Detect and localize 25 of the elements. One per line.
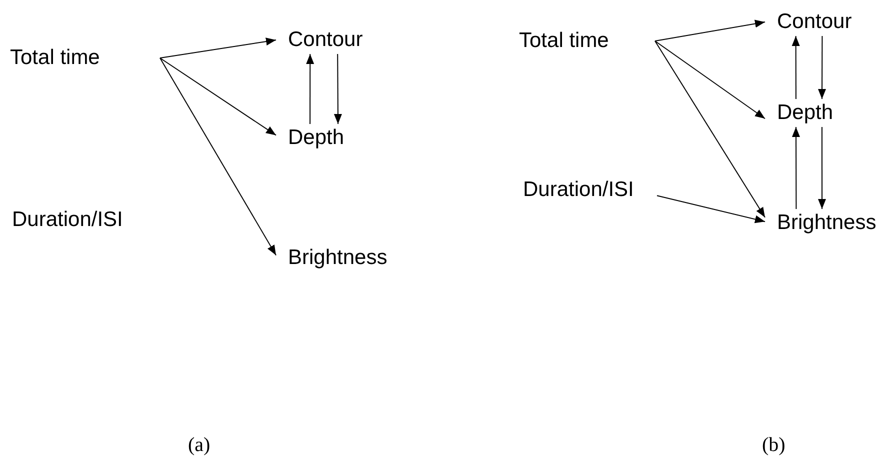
panel-label: (b): [762, 434, 786, 457]
panel-label: (a): [188, 434, 210, 457]
arrow: [654, 20, 766, 42]
arrow: [792, 36, 800, 100]
node-label: Brightness: [765, 209, 885, 237]
arrow: [656, 195, 766, 224]
arrow: [654, 40, 766, 120]
arrow: [792, 126, 800, 210]
node-label: Duration/ISI: [523, 176, 657, 204]
arrow: [160, 38, 276, 58]
node-label: Depth: [765, 99, 855, 127]
node-label: Contour: [276, 26, 386, 54]
node-label: Duration/ISI: [12, 206, 162, 234]
arrow: [306, 54, 314, 124]
arrow: [160, 58, 276, 136]
node-label: Brightness: [276, 244, 406, 272]
arrow: [160, 58, 276, 256]
arrow: [818, 126, 826, 210]
node-label: Total time: [519, 27, 655, 55]
arrow: [818, 36, 826, 100]
arrow: [334, 54, 342, 124]
arrow: [654, 40, 766, 218]
node-label: Contour: [765, 8, 875, 36]
node-label: Depth: [276, 124, 366, 152]
node-label: Total time: [10, 44, 160, 72]
